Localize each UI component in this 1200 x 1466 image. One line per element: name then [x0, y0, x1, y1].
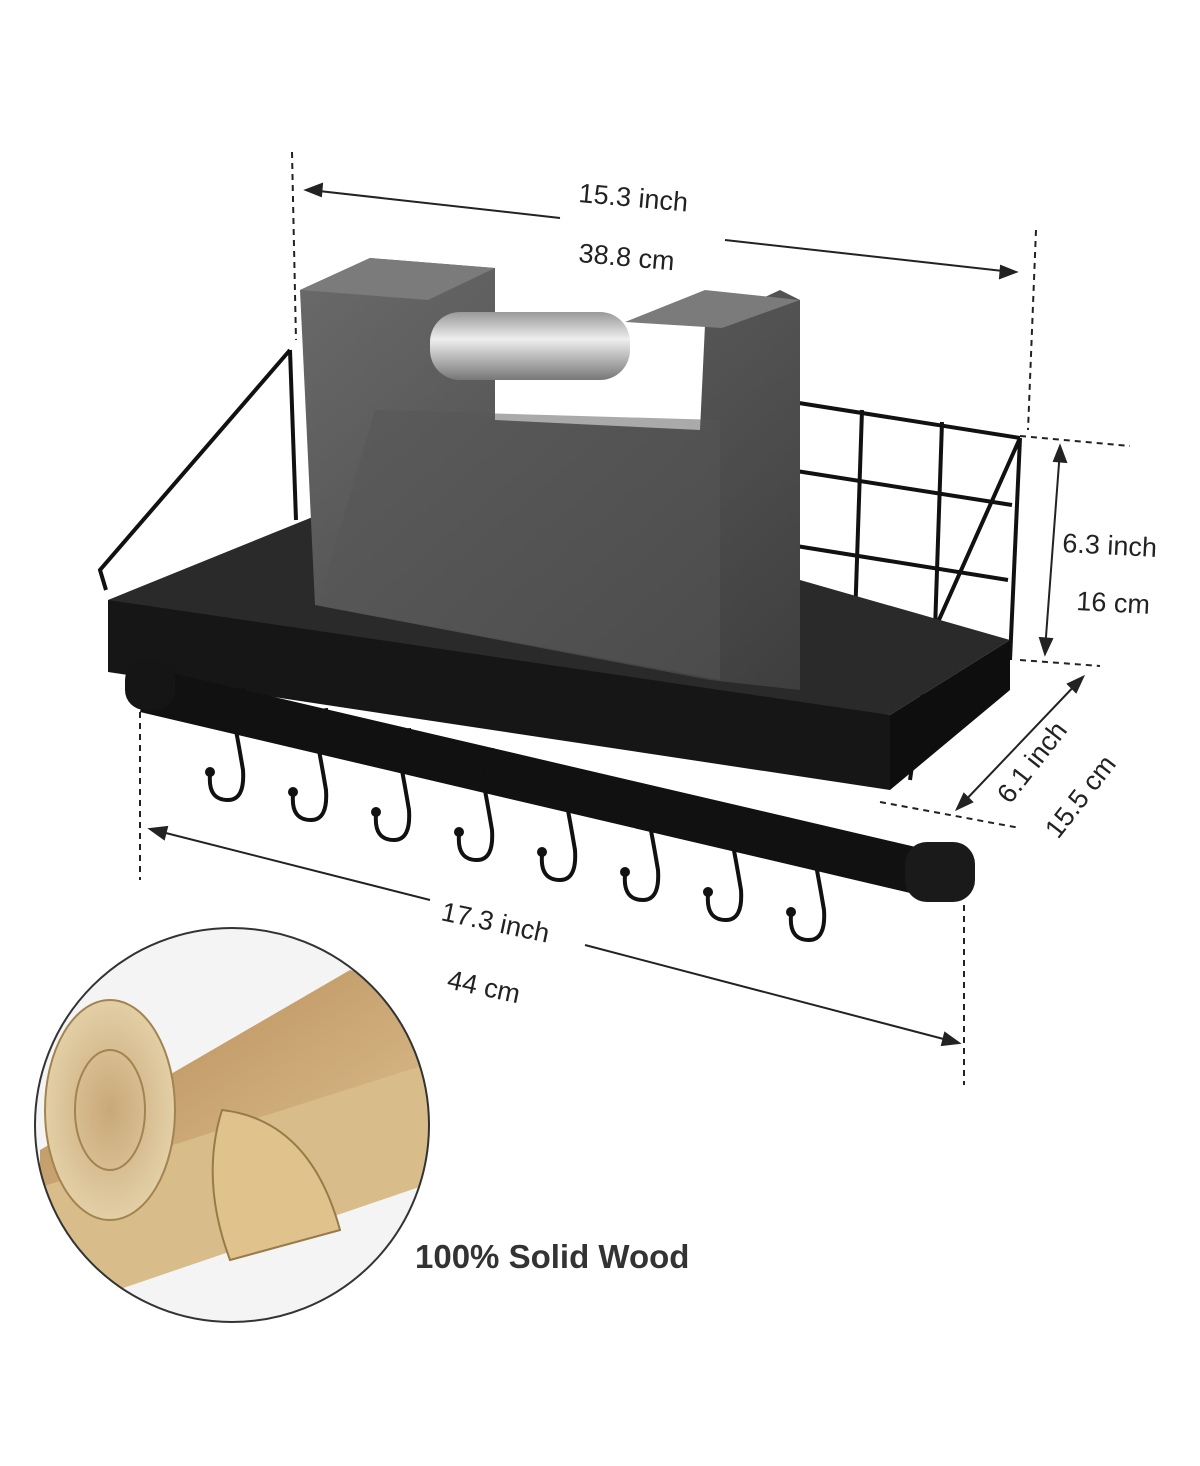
hook-tip [454, 827, 464, 837]
hook [373, 728, 412, 843]
height-cm: 16 cm [1076, 586, 1151, 620]
hook [539, 768, 578, 883]
s-hooks [205, 688, 827, 943]
caption: 100% Solid Wood [415, 1238, 689, 1275]
hook-tip [620, 867, 630, 877]
width-bottom-inch: 17.3 inch [439, 897, 552, 949]
weight-block [300, 258, 800, 690]
hook-tip [537, 847, 547, 857]
hook [622, 788, 661, 903]
width-top-inch: 15.3 inch [577, 178, 689, 217]
hook-tip [371, 807, 381, 817]
solid-wood-inset [34, 927, 430, 1323]
towel-rod [125, 660, 975, 902]
hook [207, 688, 246, 803]
hook [290, 708, 329, 823]
hook-tip [288, 787, 298, 797]
height-inch: 6.3 inch [1062, 528, 1158, 563]
depth-cm: 15.5 cm [1039, 750, 1122, 844]
hook-tip [703, 887, 713, 897]
width-bottom-cm: 44 cm [445, 965, 523, 1010]
width-top-cm: 38.8 cm [577, 238, 675, 276]
guide-lines [139, 151, 1131, 1085]
hook-tip [786, 907, 796, 917]
hook [705, 808, 744, 923]
wire-basket [97, 348, 1022, 781]
hook [788, 828, 827, 943]
hook-tip [205, 767, 215, 777]
dimension-arrows [147, 182, 1086, 1047]
hook [456, 748, 495, 863]
